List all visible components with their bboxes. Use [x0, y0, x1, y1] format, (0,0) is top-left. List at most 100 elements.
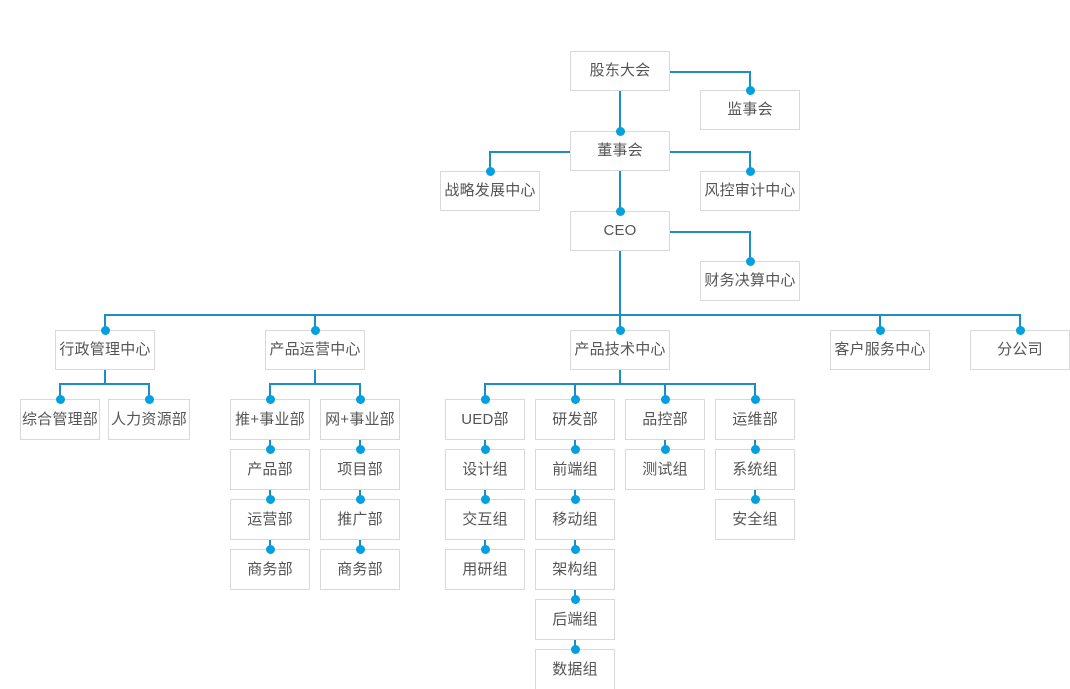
- org-node-wang-division[interactable]: 网+事业部: [320, 399, 400, 440]
- org-node-architecture-group[interactable]: 架构组: [535, 549, 615, 590]
- connector-dot-interaction-group: [480, 494, 490, 504]
- org-node-interaction-group[interactable]: 交互组: [445, 499, 525, 540]
- org-node-label-shareholders: 股东大会: [589, 62, 651, 79]
- org-node-label-ceo: CEO: [603, 222, 637, 239]
- org-node-frontend-group[interactable]: 前端组: [535, 449, 615, 490]
- org-node-rd-dept[interactable]: 研发部: [535, 399, 615, 440]
- connector-board-to-ceo: [619, 171, 621, 211]
- org-node-label-general-admin: 综合管理部: [21, 410, 98, 428]
- org-node-label-customer-service: 客户服务中心: [834, 341, 926, 358]
- org-node-user-research-group[interactable]: 用研组: [445, 549, 525, 590]
- org-node-label-product-tech-center: 产品技术中心: [574, 341, 666, 358]
- org-node-label-business-dept-2: 商务部: [337, 560, 383, 578]
- connector-board-to-risk-audit-center-drop: [749, 151, 751, 171]
- org-node-general-admin[interactable]: 综合管理部: [20, 399, 100, 440]
- connector-bus-drop-ued-dept: [484, 383, 486, 399]
- org-node-label-tui-division: 推+事业部: [235, 410, 305, 428]
- org-node-ued-dept[interactable]: UED部: [445, 399, 525, 440]
- org-node-finance-center[interactable]: 财务决算中心: [700, 261, 800, 301]
- org-node-ops-dept[interactable]: 运维部: [715, 399, 795, 440]
- connector-bus-product-tech-center: [485, 383, 755, 385]
- org-node-product-tech-center[interactable]: 产品技术中心: [570, 330, 670, 370]
- org-node-board[interactable]: 董事会: [570, 131, 670, 171]
- org-node-label-human-resources: 人力资源部: [110, 410, 187, 428]
- connector-bus-drop-rd-dept: [574, 383, 576, 399]
- org-node-label-product-dept: 产品部: [247, 460, 293, 478]
- org-node-shareholders[interactable]: 股东大会: [570, 51, 670, 91]
- org-node-label-business-dept-1: 商务部: [247, 560, 293, 578]
- org-node-product-dept[interactable]: 产品部: [230, 449, 310, 490]
- connector-dot-user-research-group: [480, 544, 490, 554]
- org-node-label-admin-center: 行政管理中心: [59, 341, 151, 358]
- org-node-backend-group[interactable]: 后端组: [535, 599, 615, 640]
- org-node-label-ops-dept: 运维部: [732, 410, 778, 428]
- connector-bus-stem-product-tech-center: [619, 370, 621, 383]
- connector-bus-drop-customer-service: [879, 314, 881, 330]
- connector-ceo-to-finance-center: [670, 231, 750, 233]
- org-node-ceo[interactable]: CEO: [570, 211, 670, 251]
- connector-dot-admin-center: [100, 325, 110, 335]
- org-node-label-promotion-dept: 推广部: [337, 510, 383, 528]
- org-node-label-test-group: 测试组: [642, 460, 688, 478]
- connector-bus-drop-wang-division: [359, 383, 361, 399]
- connector-dot-product-dept: [265, 444, 275, 454]
- org-node-operations-dept[interactable]: 运营部: [230, 499, 310, 540]
- org-node-label-design-group: 设计组: [462, 460, 508, 478]
- org-node-label-mobile-group: 移动组: [552, 510, 598, 528]
- org-node-supervisory[interactable]: 监事会: [700, 90, 800, 130]
- connector-dot-product-ops-center: [310, 325, 320, 335]
- connector-ceo-to-finance-center-drop: [749, 231, 751, 261]
- connector-bus-drop-product-tech-center: [619, 314, 621, 330]
- org-node-strategy-center[interactable]: 战略发展中心: [440, 171, 540, 211]
- org-node-label-architecture-group: 架构组: [552, 560, 598, 578]
- connector-bus-drop-qa-dept: [664, 383, 666, 399]
- connector-dot-operations-dept: [265, 494, 275, 504]
- org-node-test-group[interactable]: 测试组: [625, 449, 705, 490]
- connector-dot-branch-company: [1015, 325, 1025, 335]
- org-node-qa-dept[interactable]: 品控部: [625, 399, 705, 440]
- org-node-label-project-dept: 项目部: [337, 460, 383, 478]
- org-node-design-group[interactable]: 设计组: [445, 449, 525, 490]
- connector-dot-mobile-group: [570, 494, 580, 504]
- org-node-system-group[interactable]: 系统组: [715, 449, 795, 490]
- connector-dot-frontend-group: [570, 444, 580, 454]
- connector-dot-security-group: [750, 494, 760, 504]
- org-node-customer-service[interactable]: 客户服务中心: [830, 330, 930, 370]
- org-node-label-user-research-group: 用研组: [462, 560, 508, 578]
- connector-bus-drop-product-ops-center: [314, 314, 316, 330]
- connector-dot-customer-service: [875, 325, 885, 335]
- org-node-label-strategy-center: 战略发展中心: [444, 182, 536, 199]
- org-node-label-finance-center: 财务决算中心: [704, 272, 796, 289]
- org-node-security-group[interactable]: 安全组: [715, 499, 795, 540]
- org-node-label-system-group: 系统组: [732, 460, 778, 478]
- connector-dot-business-dept-1: [265, 544, 275, 554]
- connector-bus-drop-tui-division: [269, 383, 271, 399]
- connector-dot-rd-dept: [570, 394, 580, 404]
- connector-bus-stem-ceo: [619, 251, 621, 314]
- org-node-business-dept-1[interactable]: 商务部: [230, 549, 310, 590]
- connector-bus-admin-center: [60, 383, 149, 385]
- org-node-data-group[interactable]: 数据组: [535, 649, 615, 689]
- connector-dot-ceo: [615, 206, 625, 216]
- connector-bus-drop-human-resources: [148, 383, 150, 399]
- org-node-business-dept-2[interactable]: 商务部: [320, 549, 400, 590]
- org-node-tui-division[interactable]: 推+事业部: [230, 399, 310, 440]
- org-node-admin-center[interactable]: 行政管理中心: [55, 330, 155, 370]
- org-node-branch-company[interactable]: 分公司: [970, 330, 1070, 370]
- connector-dot-wang-division: [355, 394, 365, 404]
- connector-dot-ops-dept: [750, 394, 760, 404]
- org-node-product-ops-center[interactable]: 产品运营中心: [265, 330, 365, 370]
- org-node-label-qa-dept: 品控部: [642, 410, 688, 428]
- org-node-promotion-dept[interactable]: 推广部: [320, 499, 400, 540]
- connector-dot-supervisory: [745, 85, 755, 95]
- org-node-risk-audit-center[interactable]: 风控审计中心: [700, 171, 800, 211]
- connector-dot-data-group: [570, 644, 580, 654]
- connector-bus-drop-ops-dept: [754, 383, 756, 399]
- org-node-label-wang-division: 网+事业部: [325, 410, 395, 428]
- org-node-mobile-group[interactable]: 移动组: [535, 499, 615, 540]
- org-node-human-resources[interactable]: 人力资源部: [108, 399, 190, 440]
- connector-dot-test-group: [660, 444, 670, 454]
- org-node-label-ued-dept: UED部: [461, 410, 509, 428]
- org-node-project-dept[interactable]: 项目部: [320, 449, 400, 490]
